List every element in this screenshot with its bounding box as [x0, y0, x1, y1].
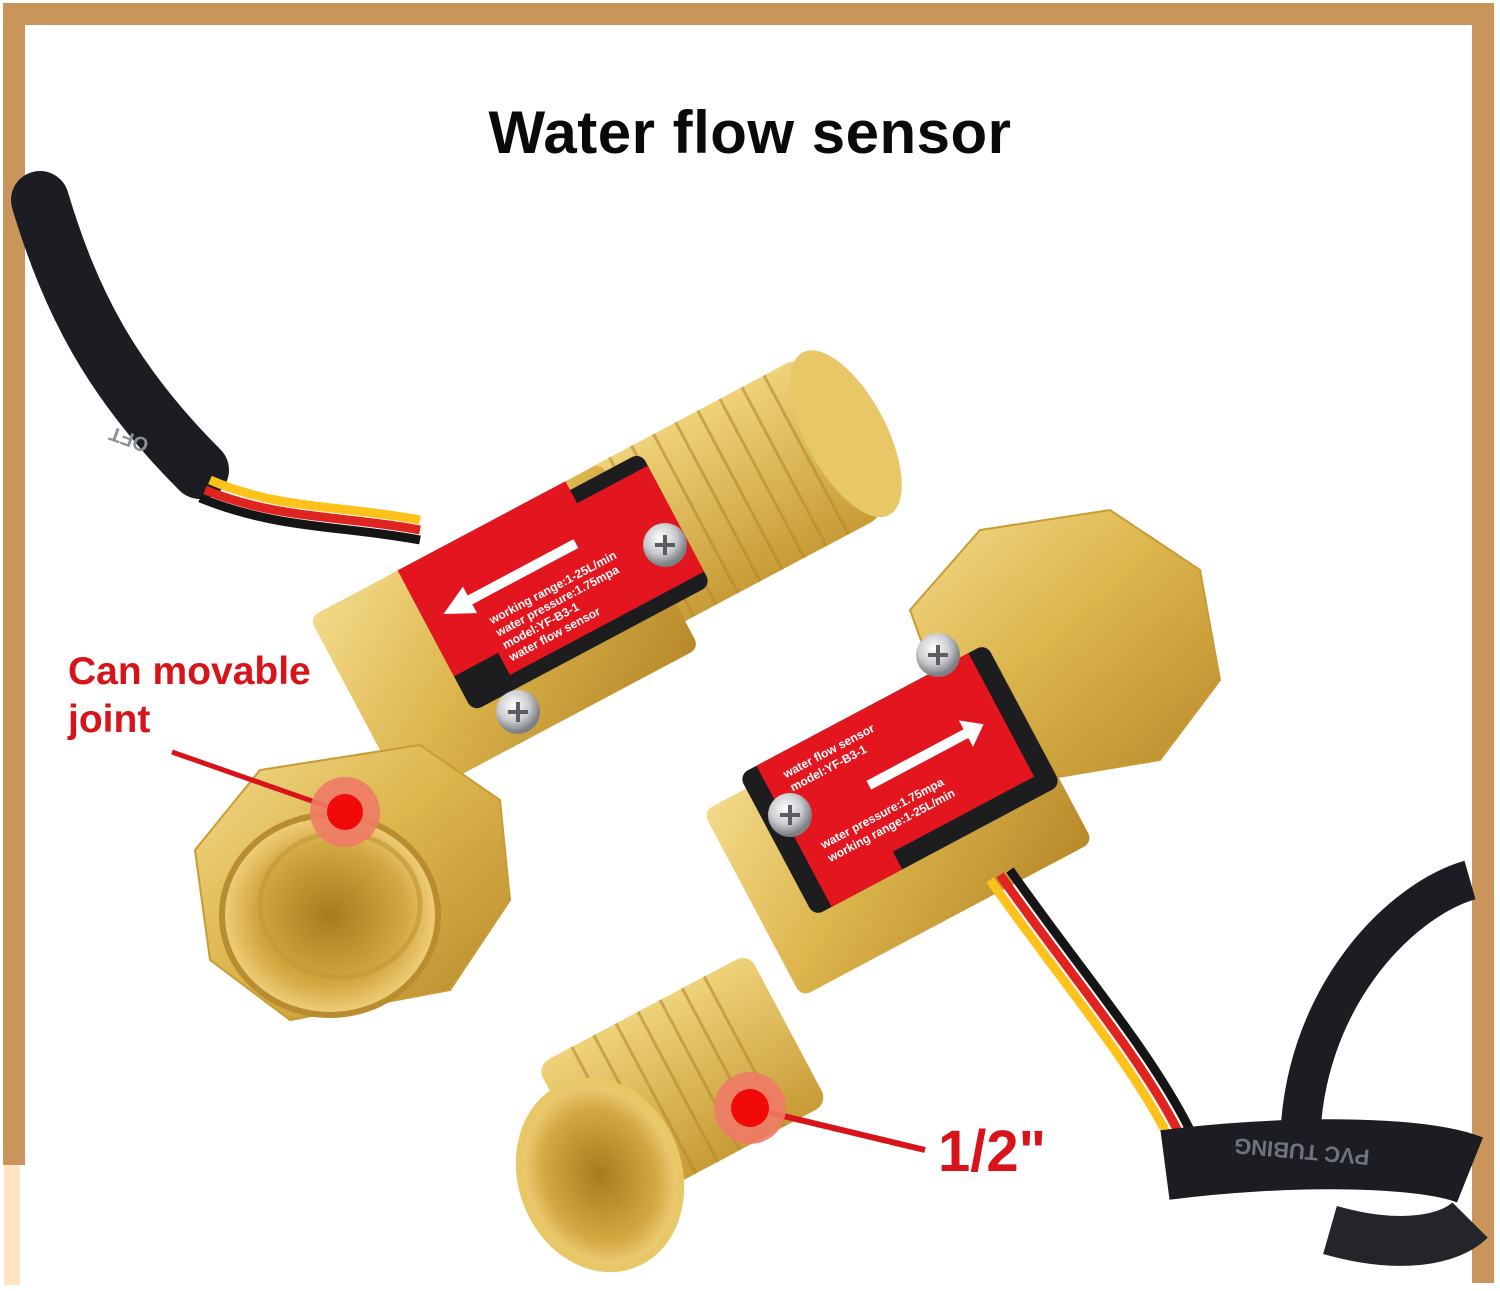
callout-joint-line1: Can movable — [68, 650, 311, 693]
frame-border-left — [3, 3, 25, 1165]
callout-movable-joint: Can movable joint — [68, 648, 311, 744]
callout-thread-size: 1/2" — [938, 1119, 1047, 1184]
page-title: Water flow sensor — [488, 99, 1012, 166]
frame-border-top — [3, 3, 1478, 25]
callout-size-marker — [714, 1072, 926, 1153]
frame-border-left-lower — [4, 1165, 20, 1285]
frame-border-right — [1472, 3, 1494, 1283]
left-sensor: OFT working ra — [11, 171, 902, 1022]
flow-arrow-up-icon — [866, 720, 984, 790]
callout-joint-marker — [171, 749, 380, 847]
callout-joint-line2: joint — [68, 698, 151, 741]
flow-arrow-left-icon — [443, 539, 579, 614]
right-sensor: water flow sensor model:YF-B3-1 water pr… — [515, 508, 1488, 1273]
